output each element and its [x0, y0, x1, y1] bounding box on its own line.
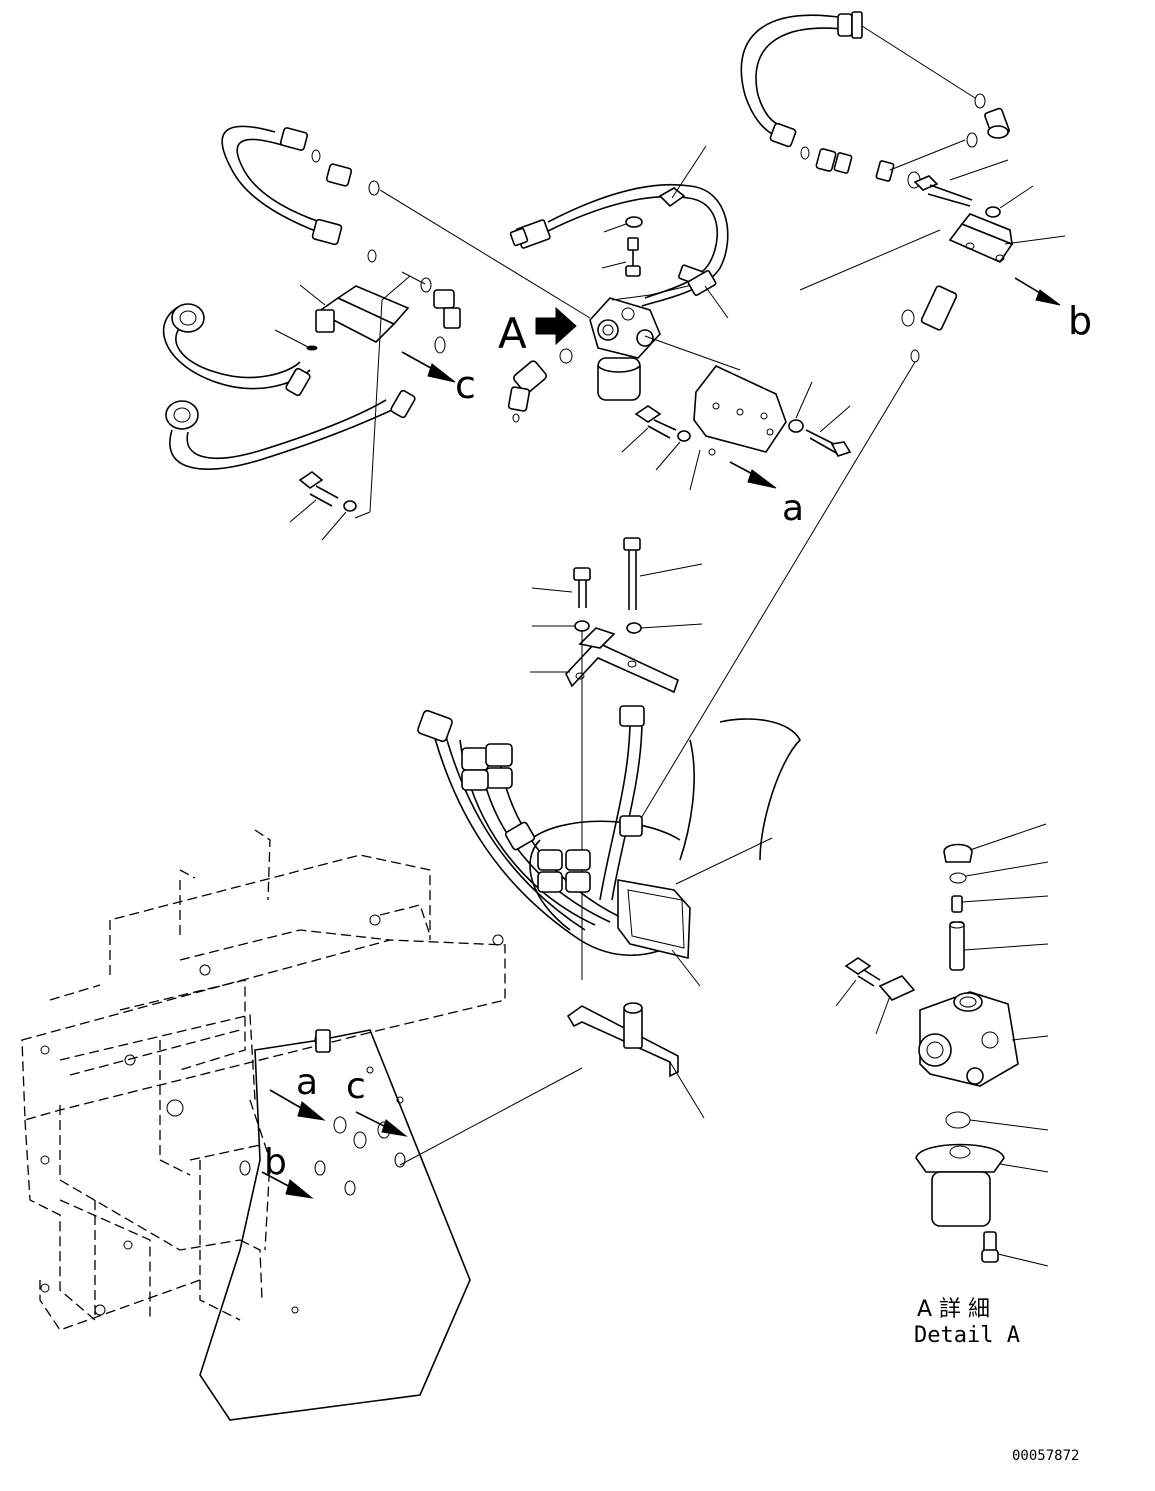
detail-a-exploded: A 詳 細 Detail A	[835, 823, 1049, 1348]
elbow-fitting-right	[433, 289, 461, 329]
hose-fitting-left	[769, 122, 797, 148]
fitting-elbow	[984, 107, 1010, 139]
connector-plug	[509, 219, 551, 249]
detail-filter-bowl	[915, 1143, 1005, 1227]
bracket-lower	[399, 1002, 705, 1166]
drawing-number: 00057872	[1012, 1448, 1079, 1464]
pipe-to-bundle	[639, 285, 958, 821]
wiring-harness	[509, 145, 729, 319]
view-label-c-top: c	[455, 363, 476, 407]
detail-valve-body	[918, 991, 1049, 1087]
hose-bundle	[417, 705, 801, 987]
hose-assembly-top-right	[740, 11, 1010, 189]
view-label-a-top: a	[782, 488, 804, 529]
bracket-b-assembly	[799, 159, 1066, 306]
mounting-plate-a: a	[644, 335, 804, 529]
bolt-washer-left	[289, 471, 357, 541]
machine-frame	[21, 829, 506, 1331]
bolts-valve	[621, 381, 852, 471]
side-panel: a c b	[199, 1029, 471, 1421]
view-label-a-frame: a	[296, 1062, 318, 1103]
clip-bolt	[601, 216, 643, 277]
elbow-fitting-center	[507, 360, 547, 412]
bracket-upper-assembly	[530, 537, 703, 980]
filter-valve-main	[507, 284, 693, 423]
view-arrow-a: A	[498, 306, 577, 358]
manifold-c-assembly	[162, 275, 461, 519]
view-label-A: A	[498, 309, 527, 358]
view-label-b-frame: b	[264, 1142, 287, 1183]
adapter-pair	[815, 148, 895, 182]
view-label-c-frame: c	[346, 1066, 366, 1107]
view-label-b-top: b	[1068, 299, 1092, 343]
detail-caption-jp: A 詳 細	[917, 1297, 990, 1322]
hose-fitting-top	[837, 11, 863, 39]
hose-assembly-top-left	[221, 125, 591, 319]
detail-caption-en: Detail A	[914, 1323, 1020, 1348]
